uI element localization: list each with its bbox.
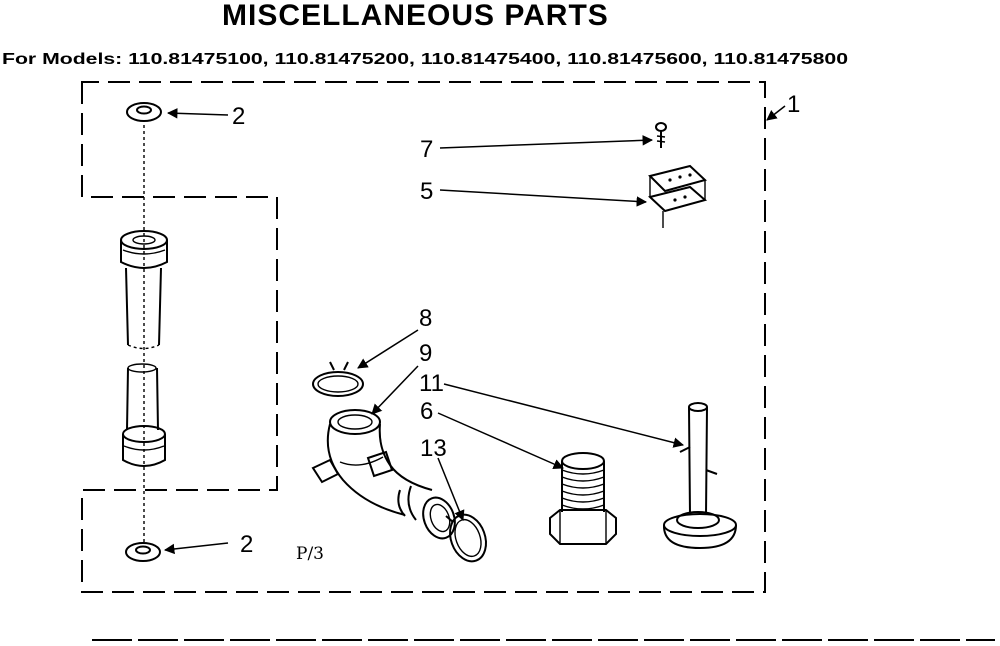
callout-1: 1: [787, 91, 800, 118]
shipping-bolt-assembly: [120, 102, 168, 562]
hose-clamp-top: [312, 361, 364, 397]
leader-2-bottom: [163, 542, 229, 555]
leader-5: [439, 189, 648, 207]
leader-6: [437, 412, 564, 469]
hose-clamp-bottom: [445, 513, 487, 563]
assembly-outline: [81, 81, 766, 593]
callout-8: 8: [419, 305, 432, 332]
callout-9: 9: [419, 340, 432, 367]
leader-2-top: [166, 108, 229, 119]
screw-part: [655, 122, 667, 148]
leader-9: [371, 365, 419, 415]
page-code: P/3: [296, 544, 324, 564]
callout-11: 11: [419, 370, 444, 397]
callout-5: 5: [420, 178, 433, 205]
callout-2-bottom: 2: [240, 531, 253, 558]
models-line: For Models: 110.81475100, 110.81475200, …: [2, 51, 848, 68]
drain-hose: [311, 409, 456, 540]
callout-2-top: 2: [232, 103, 245, 130]
leader-8: [357, 329, 419, 369]
leader-1: [766, 105, 786, 121]
callout-13: 13: [420, 435, 447, 462]
clip-part: [647, 164, 708, 228]
leader-11: [443, 383, 685, 448]
page-title: MISCELLANEOUS PARTS: [222, 0, 609, 32]
leader-7: [439, 135, 654, 149]
leveling-leg-foot: [662, 402, 737, 550]
leader-13: [437, 457, 465, 521]
callout-6: 6: [420, 398, 433, 425]
callout-7: 7: [420, 136, 433, 163]
